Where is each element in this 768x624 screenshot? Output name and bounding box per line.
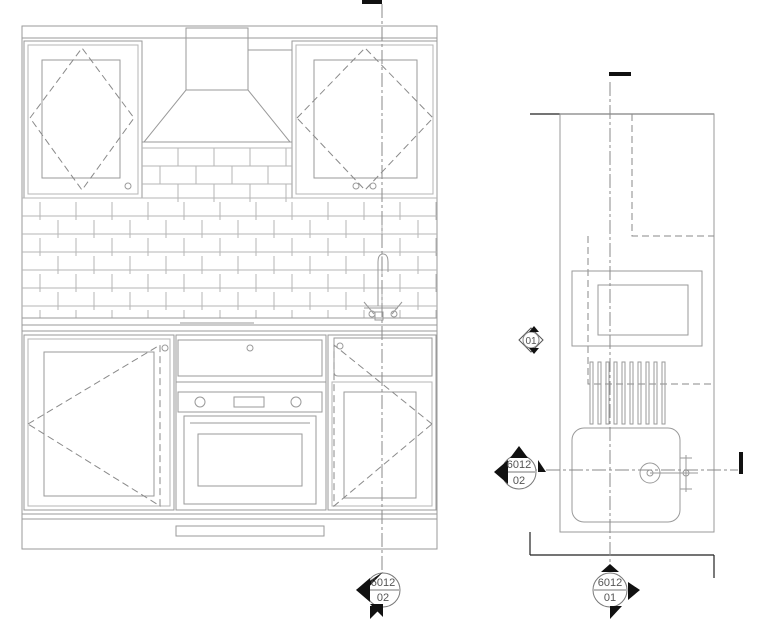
countertop bbox=[22, 317, 437, 332]
faucet bbox=[363, 253, 403, 321]
callout-sheet-text: 6012 bbox=[507, 459, 531, 471]
upper-right-cabinet bbox=[291, 40, 438, 199]
elevation-view bbox=[21, 0, 438, 570]
callout-sheet-text: 6012 bbox=[598, 577, 622, 589]
upper-left-cabinet bbox=[23, 40, 143, 199]
plan-view bbox=[500, 72, 743, 578]
callout-number-text: 02 bbox=[513, 475, 525, 487]
sink-drainer bbox=[589, 361, 666, 425]
counter-outline bbox=[559, 113, 715, 533]
section-callout-elevation[interactable]: 6012 02 bbox=[356, 572, 401, 619]
plan-cut-tick-right bbox=[739, 452, 743, 474]
cooktop bbox=[571, 270, 703, 347]
callout-number-text: 02 bbox=[377, 592, 389, 604]
plinth bbox=[22, 513, 437, 537]
section-callout-plan-01[interactable]: 6012 01 bbox=[592, 564, 640, 619]
callout-number-text: 01 bbox=[604, 592, 616, 604]
detail-marker-01[interactable]: 01 bbox=[518, 326, 544, 354]
subway-tile-backsplash bbox=[22, 147, 437, 318]
plan-cut-tick-top bbox=[609, 72, 631, 76]
range-hood bbox=[142, 27, 292, 149]
sink-bowl bbox=[571, 427, 698, 523]
detail-marker-text: 01 bbox=[525, 336, 537, 347]
lower-left-cabinet bbox=[23, 334, 175, 511]
section-cut-tick bbox=[362, 0, 382, 4]
oven-unit bbox=[175, 334, 327, 511]
callout-sheet-text: 6012 bbox=[371, 577, 395, 589]
section-callout-plan-02[interactable]: 6012 02 bbox=[494, 446, 546, 490]
